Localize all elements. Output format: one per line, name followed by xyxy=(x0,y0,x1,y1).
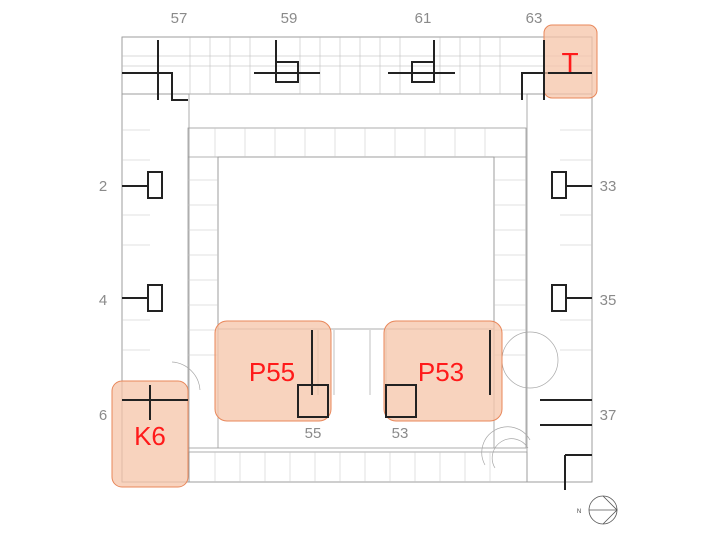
parking-stalls xyxy=(122,128,592,482)
grid-number-4: 4 xyxy=(99,292,107,309)
north-arrow-icon xyxy=(588,495,618,525)
zone-k6[interactable] xyxy=(111,380,189,488)
walls-over-zones xyxy=(122,40,592,420)
building-ring xyxy=(121,36,593,483)
grid-number-6: 6 xyxy=(99,407,107,424)
zone-p55[interactable] xyxy=(214,320,332,422)
zone-label-t: T xyxy=(561,47,578,78)
highlight-zones xyxy=(111,24,598,488)
grid-number-59: 59 xyxy=(281,10,298,27)
grid-number-57: 57 xyxy=(171,10,188,27)
grid-number-63: 63 xyxy=(526,10,543,27)
zone-p53[interactable] xyxy=(383,320,503,422)
stair-cores xyxy=(122,40,592,490)
grid-number-37: 37 xyxy=(600,407,617,424)
grid-number-61: 61 xyxy=(415,10,432,27)
grid-number-35: 35 xyxy=(600,292,617,309)
grid-number-55: 55 xyxy=(305,425,322,442)
grid-number-2: 2 xyxy=(99,178,107,195)
grid-number-53: 53 xyxy=(392,425,409,442)
zone-label-p53: P53 xyxy=(418,357,464,387)
grid-number-33: 33 xyxy=(600,178,617,195)
zone-label-k6: K6 xyxy=(134,421,166,451)
zone-label-p55: P55 xyxy=(249,357,295,387)
top-wing-units xyxy=(122,37,592,94)
north-label: N xyxy=(577,509,581,515)
